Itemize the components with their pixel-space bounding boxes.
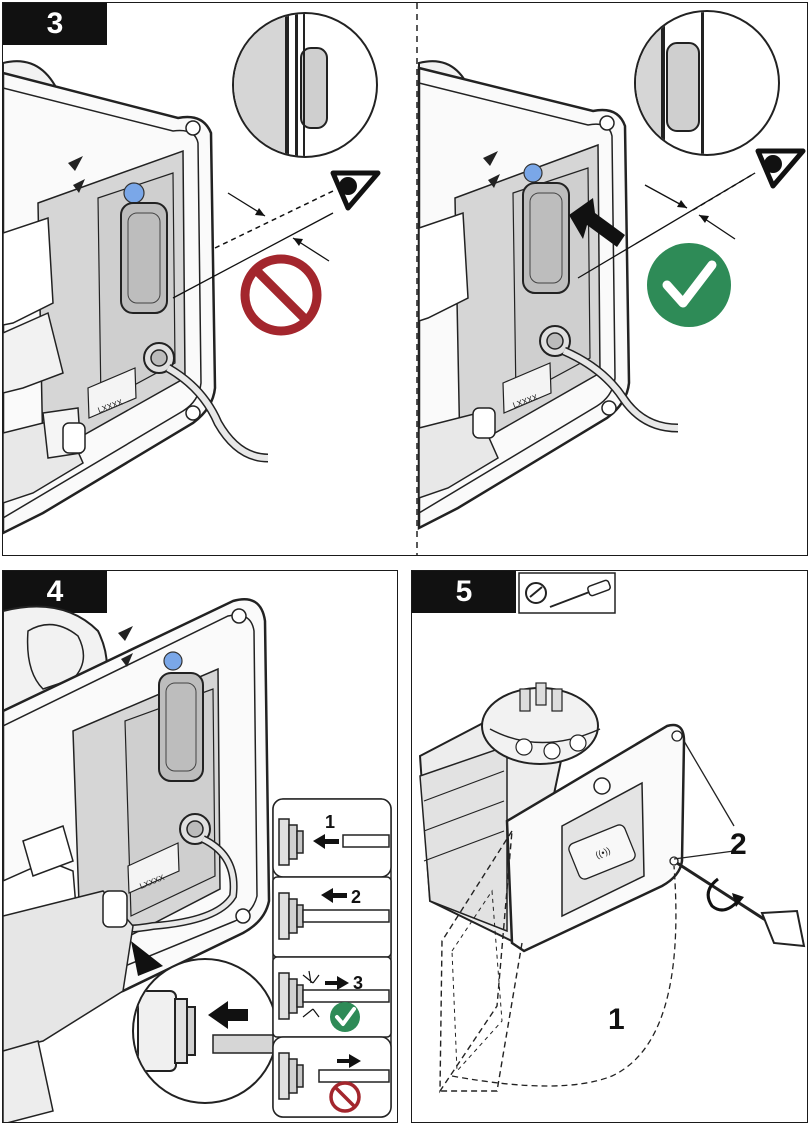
sequence-row-4 (273, 1037, 391, 1117)
prohibited-icon (245, 259, 317, 331)
indicator-dot (124, 183, 144, 203)
eye-icon (758, 151, 803, 186)
screwdriver-icon (519, 573, 615, 613)
callout-2: 2 (351, 887, 361, 907)
step-5-illustration: ((•)) 2 1 (412, 571, 808, 1123)
sequence-row-1: 1 (273, 799, 391, 877)
callout-1: 1 (325, 812, 335, 832)
step-3-panel: 3 LXXXX (2, 2, 808, 556)
callout-3: 3 (353, 973, 363, 993)
step-3-illustration: LXXXX (3, 3, 808, 556)
callout-2: 2 (730, 828, 747, 861)
insertion-sequence: 1 2 3 (273, 799, 391, 1117)
step-5-panel: 5 ((•)) (411, 570, 808, 1123)
indicator-dot (164, 652, 182, 670)
step-4-illustration: LXXXX (3, 571, 398, 1123)
sequence-row-3: 3 (273, 957, 391, 1037)
ok-check-icon (330, 1002, 360, 1032)
eye-icon (333, 173, 378, 208)
right-enclosure: LXXXX (419, 61, 678, 528)
callout-1: 1 (608, 1003, 625, 1036)
left-enclosure: LXXXX (3, 61, 268, 533)
step-4-detail-magnifier (133, 959, 293, 1103)
sequence-row-2: 2 (273, 877, 391, 957)
step-4-panel: 4 LXXXX (2, 570, 398, 1123)
screwdriver (677, 863, 804, 946)
analyzer-unit: ((•)) (420, 683, 684, 1091)
indicator-dot (524, 164, 542, 182)
prohibited-icon (331, 1083, 359, 1111)
ok-check-icon (647, 243, 731, 327)
